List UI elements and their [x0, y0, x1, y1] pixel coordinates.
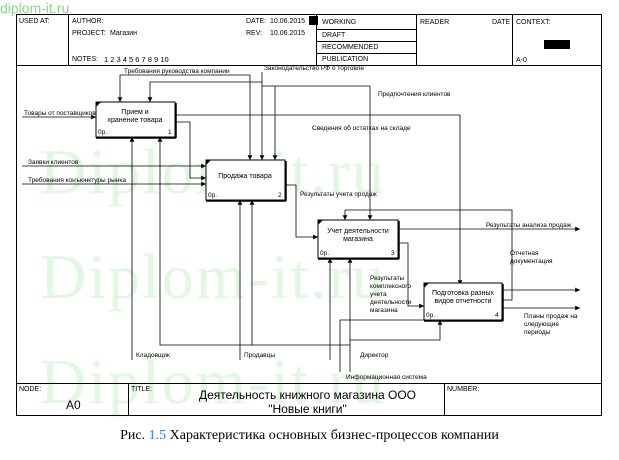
number-label: NUMBER: — [447, 386, 480, 393]
header-divider-1 — [68, 14, 69, 65]
node-label: NODE: — [19, 386, 42, 393]
rev-label: REV: — [246, 30, 263, 37]
label-rukovodstvo: Требования руководства компании — [124, 67, 230, 75]
box-2-title: Продажа товара — [218, 173, 272, 180]
author-label: AUTHOR: — [72, 18, 104, 25]
project-label: PROJECT: — [72, 30, 106, 37]
arrow-box1-to-box2 — [175, 121, 206, 181]
node-value: A0 — [66, 398, 81, 412]
label-zakon: Законодательство РФ о торговле — [264, 65, 364, 72]
title-label: TITLE: — [131, 386, 153, 393]
header-divider-4 — [512, 14, 513, 65]
reader-date-label: DATE — [492, 19, 511, 26]
label-tovary: Товары от поставщиков — [24, 110, 96, 117]
label-infosys: Информационная система — [346, 374, 427, 381]
box-4-id: 0р. — [426, 312, 435, 319]
figure-caption: Рис. 1.5 Характеристика основных бизнес-… — [0, 428, 619, 444]
arrow-infosys-line — [339, 319, 440, 372]
arrow-infosys-4 — [350, 320, 443, 341]
project-value: Магазин — [110, 30, 138, 37]
box-1-id: 0р. — [98, 129, 107, 136]
footer-top-line — [16, 383, 602, 384]
box-3-id: 0р. — [320, 250, 329, 257]
box-1-num: 1 — [168, 129, 172, 136]
caption-text: Характеристика основных бизнес-процессов… — [166, 428, 499, 443]
reader-label: READER — [420, 19, 450, 26]
box-4-num: 4 — [495, 312, 499, 319]
label-direktor: Директор — [360, 352, 389, 359]
status-line-3 — [316, 53, 416, 54]
arrow-ostatki — [175, 114, 463, 285]
box-2-id: 0р. — [208, 192, 217, 199]
status-line-2 — [316, 41, 416, 42]
arrow-feedback — [342, 209, 513, 301]
notes-value: 1 2 3 4 5 6 7 8 9 10 — [104, 55, 169, 64]
header-divider-2 — [316, 14, 317, 65]
label-predpochteniya: Предпочтения клиентов — [378, 91, 451, 98]
box-2[interactable]: Продажа товара 0р. 2 — [205, 159, 287, 202]
label-ostatki: Сведения об остатках на складе — [312, 124, 411, 132]
box-2-num: 2 — [278, 192, 282, 199]
header-divider-3 — [416, 14, 417, 65]
label-rez-prodazh: Результаты учета продаж — [300, 191, 377, 198]
idef0-frame — [16, 14, 602, 416]
footer-divider-2 — [444, 383, 445, 416]
label-konyunktura: Требования конъюнктуры рынка — [28, 176, 126, 184]
status-working: WORKING — [322, 19, 357, 26]
box-3-num: 3 — [391, 250, 395, 257]
footer-divider-1 — [128, 383, 129, 416]
context-node: A-0 — [516, 57, 527, 64]
notes-label: NOTES: — [72, 56, 99, 63]
caption-number: 1.5 — [148, 428, 167, 443]
caption-prefix: Рис. — [120, 428, 149, 443]
label-rez-analiza: Результаты анализа продаж — [486, 222, 572, 229]
working-status-marker — [309, 16, 318, 25]
label-zayavki: Заявки клиентов — [28, 159, 79, 166]
rev-value: 10.06.2015 — [270, 30, 306, 37]
status-recommended: RECOMMENDED — [322, 44, 379, 51]
diagram-title: Деятельность книжного магазина ООО "Новы… — [165, 388, 450, 416]
status-publication: PUBLICATION — [322, 56, 369, 63]
label-prodavtsy: Продавцы — [244, 352, 275, 359]
watermark-top: diplom-it.ru — [0, 0, 70, 16]
status-draft: DRAFT — [322, 32, 346, 39]
date-value: 10.06.2015 — [270, 18, 306, 25]
status-line-1 — [316, 29, 416, 30]
label-kladovshik: Кладовщик — [136, 352, 170, 359]
diagram-title-line1: Деятельность книжного магазина ООО — [198, 388, 417, 402]
date-label: DATE: — [246, 18, 267, 25]
header-bottom-line — [16, 65, 602, 66]
arrow-zakon-1 — [147, 81, 262, 102]
arrow-infosys-1 — [157, 137, 350, 346]
arrow-rez-prodazh — [286, 184, 318, 240]
diagram-title-line2: "Новые книги" — [268, 402, 347, 416]
arrow-predpochteniya — [262, 85, 373, 220]
arrow-rukovodstvo-2 — [120, 74, 253, 160]
context-label: CONTEXT: — [516, 19, 551, 26]
used-at-label: USED AT: — [19, 18, 50, 25]
arrow-rez-kompleks — [398, 242, 424, 309]
context-thumbnail — [544, 40, 570, 49]
